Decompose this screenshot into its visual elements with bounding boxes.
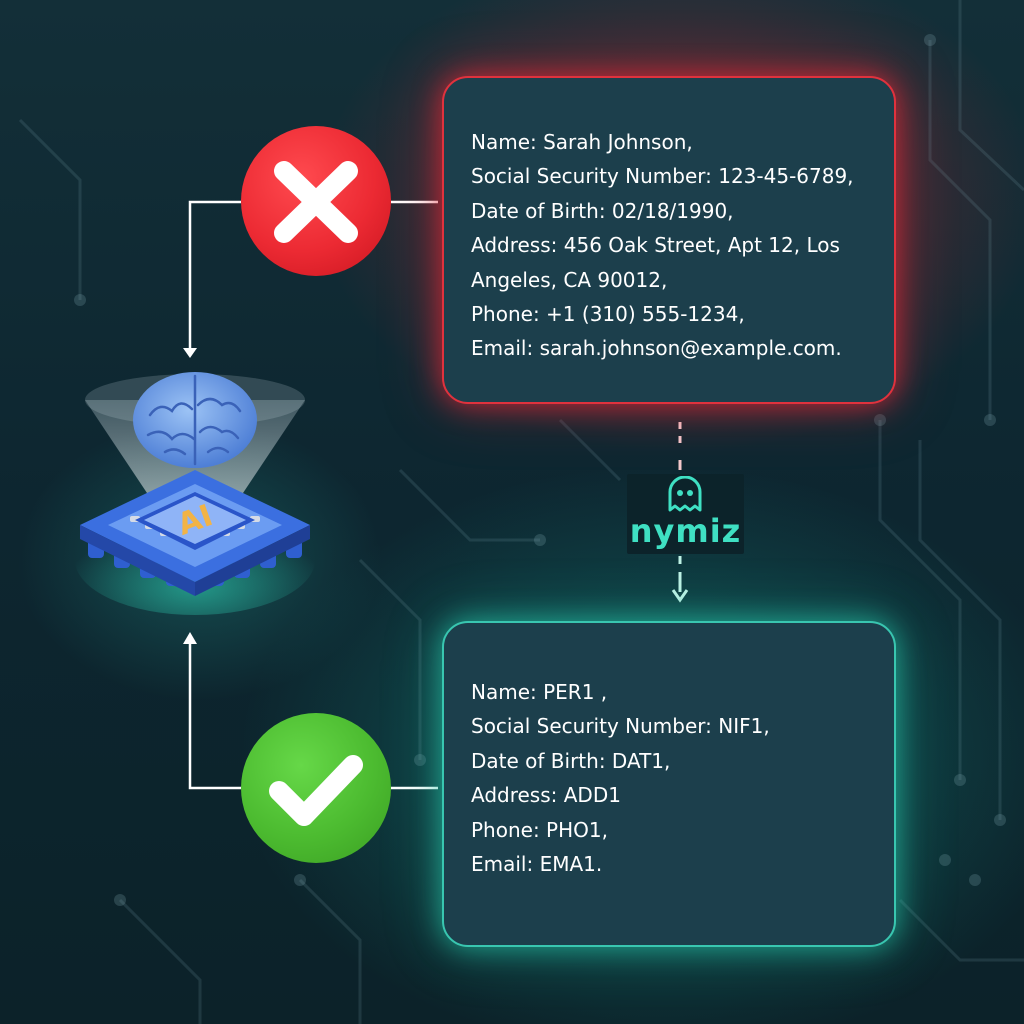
card-line: Phone: PHO1, xyxy=(471,817,608,842)
card-line: Date of Birth: DAT1, xyxy=(471,748,671,773)
card-line: Address: ADD1 xyxy=(471,783,621,808)
nymiz-logo: nymiz xyxy=(627,474,744,554)
original-data-card: Name: Sarah Johnson, Social Security Num… xyxy=(442,76,896,404)
card-line: Name: PER1 , xyxy=(471,680,608,704)
card-line: Email: EMA1. xyxy=(471,852,603,877)
card-line: Social Security Number: NIF1, xyxy=(471,714,770,739)
accept-badge xyxy=(241,713,391,863)
card-line: Date of Birth: 02/18/1990, xyxy=(471,198,734,223)
card-line: Name: Sarah Johnson, xyxy=(471,130,693,154)
ai-chip-icon: AI xyxy=(75,372,315,615)
card-line: Social Security Number: 123-45-6789, xyxy=(471,164,854,189)
ghost-icon xyxy=(668,476,702,512)
cross-icon xyxy=(274,161,358,243)
card-line: Phone: +1 (310) 555-1234, xyxy=(471,302,745,327)
card-line: Email: sarah.johnson@example.com. xyxy=(471,336,842,361)
ai-chip-illustration: AI xyxy=(70,360,320,624)
check-icon xyxy=(269,755,363,826)
logo-wordmark: nymiz xyxy=(629,512,742,550)
reject-badge xyxy=(241,126,391,276)
anonymized-data-card: Name: PER1 , Social Security Number: NIF… xyxy=(442,621,896,947)
card-line: Address: 456 Oak Street, Apt 12, Los xyxy=(471,233,840,258)
card-line: Angeles, CA 90012, xyxy=(471,267,668,292)
